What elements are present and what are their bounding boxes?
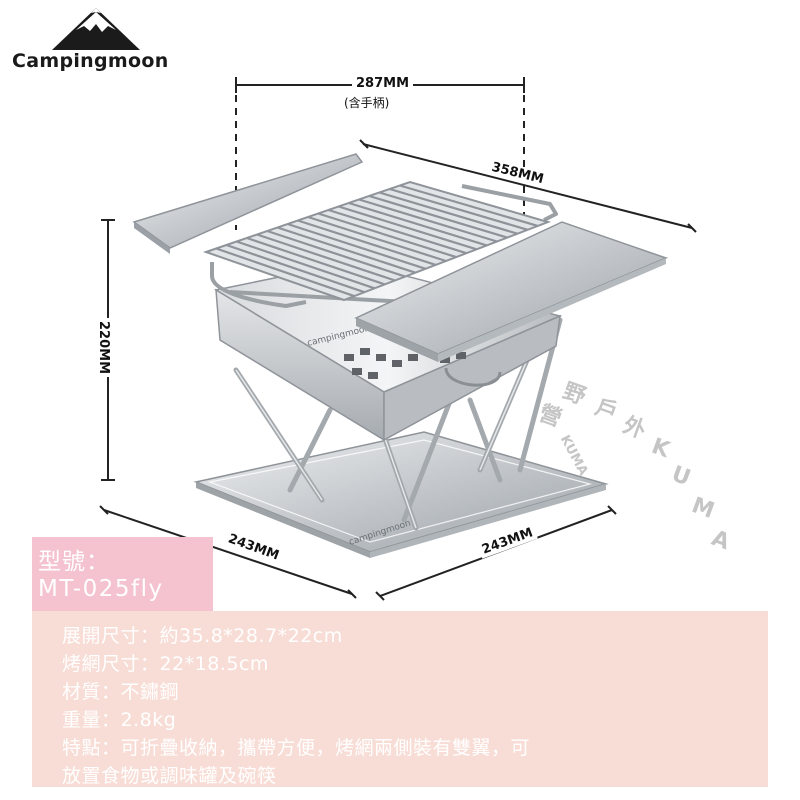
grill-bar [256,233,396,282]
spec-box [32,611,768,787]
grill-bar [328,208,467,255]
grill-bar [266,229,406,278]
mountain-icon [52,8,140,50]
model-box [32,537,213,611]
grill-bar [307,215,447,263]
model-value: MT-025fly [38,576,164,602]
spec-line: 重量：2.8kg [62,709,177,731]
grill-bar [246,236,386,286]
brand-name: Campingmoon [12,50,169,72]
grill-bar [348,201,488,247]
grill-bar [368,194,508,239]
grill-bar [358,198,498,243]
spec-line: 烤網尺寸：22*18.5cm [62,653,269,675]
spec-line: 特點：可折疊收納，攜帶方便，烤網兩側裝有雙翼，可 [62,737,531,759]
grill-bar [287,222,426,270]
grill-bar [379,191,518,235]
grill-bar [338,205,477,251]
grill-bar [277,226,416,274]
bbq-grill-illustration: campingmoon [99,77,697,601]
grill-bar [317,212,457,259]
grill-bar [215,247,355,298]
spec-line: 放置食物或調味罐及碗筷 [62,765,277,787]
left-wing-plate [132,153,364,254]
right-wing-plate [354,221,669,362]
grill-bar [297,219,437,266]
grill-bar [226,243,365,294]
model-label: 型號： [38,549,110,575]
grill-bar [399,184,539,227]
spec-line: 展開尺寸：約35.8*28.7*22cm [62,625,343,647]
grill-grate [202,180,552,302]
dimension-width-note: (含手柄) [344,96,390,110]
dimension-width-label: 287MM [352,76,414,91]
grill-bar [236,240,375,290]
dimension-height-label: 220MM [96,317,112,378]
spec-line: 材質：不鏽鋼 [62,681,180,703]
base-plate: campingmoon [193,431,609,558]
grill-bar [389,187,528,231]
